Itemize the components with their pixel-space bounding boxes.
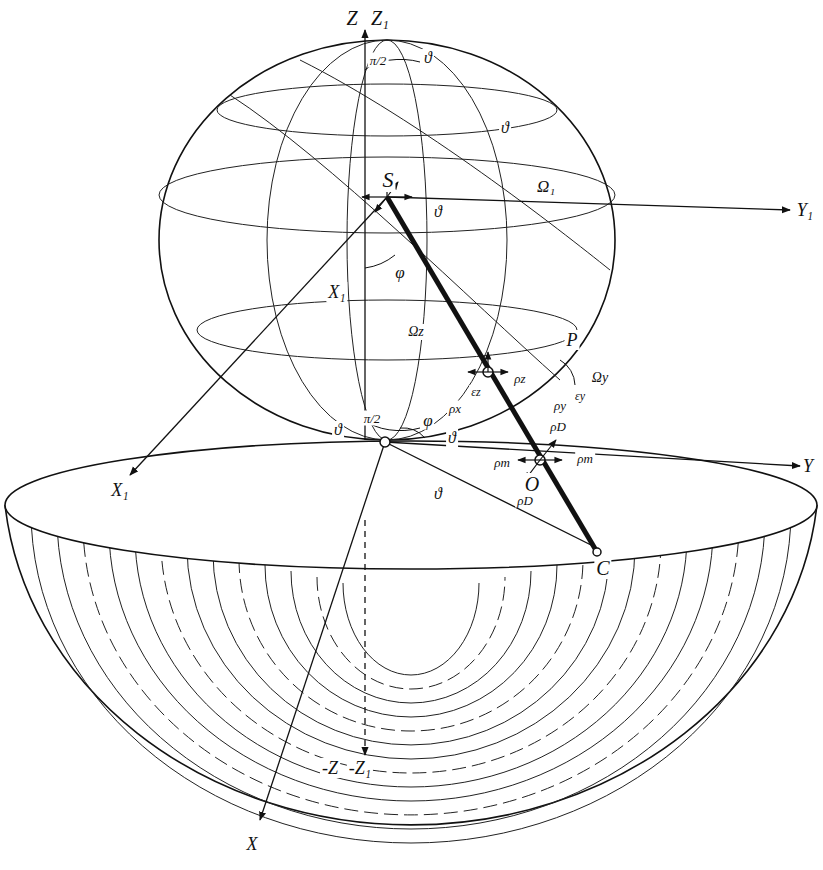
rod-end xyxy=(593,548,601,556)
figure-label: -Z₁ xyxy=(347,758,373,778)
figure-label: ϑ xyxy=(499,119,511,137)
figure-label: ϑ xyxy=(432,485,444,503)
figure-label: Ω₁ xyxy=(535,177,557,196)
figure-label: ρD xyxy=(515,493,535,508)
shading-arc xyxy=(213,553,609,745)
figure-label: ϑ xyxy=(446,429,458,447)
figure-label: ρx xyxy=(447,401,463,416)
figure-label: Z₁ xyxy=(369,7,391,29)
coordinate-axes xyxy=(130,30,800,820)
figure-label: ρD xyxy=(548,419,568,434)
sphere-outline xyxy=(159,40,615,440)
figure-label: X xyxy=(245,834,260,854)
figure-label: P xyxy=(565,330,580,350)
figure-label: S xyxy=(381,168,396,192)
figure-label: X₁ xyxy=(326,282,347,302)
figure-label: Z xyxy=(344,7,359,29)
figure-label: ϑ xyxy=(332,421,344,439)
angle-arcs xyxy=(365,59,575,438)
shading-arc xyxy=(239,559,583,731)
figure-label: ϑ xyxy=(432,203,444,221)
hemisphere-rim xyxy=(5,441,817,569)
figure-label: Y₁ xyxy=(795,200,815,220)
figure-label: Ωz xyxy=(406,324,426,340)
figure-label: ρm xyxy=(492,455,512,470)
force-arrows xyxy=(362,172,562,480)
figure-label: ρm xyxy=(575,451,595,466)
figure-label: φ xyxy=(421,411,434,430)
figure-label: ϑ xyxy=(422,49,434,67)
sphere-grid xyxy=(159,40,615,440)
figure-label: X₁ xyxy=(109,480,130,500)
figure-label: φ xyxy=(393,263,406,282)
figure-label: εy xyxy=(573,389,587,403)
shading-arc xyxy=(187,547,635,759)
shading-arc xyxy=(135,535,687,787)
figure-label: εz xyxy=(469,385,482,399)
figure-label: ρz xyxy=(512,371,527,386)
figure-label: Ωy xyxy=(590,370,610,386)
shading-arc xyxy=(265,565,557,717)
figure-label: Y xyxy=(801,456,815,476)
rod xyxy=(387,197,597,552)
figure-label: π/2 xyxy=(368,53,389,68)
figure-label: C xyxy=(594,557,611,579)
shading-arc xyxy=(291,571,531,703)
figure-label: -Z xyxy=(320,758,340,778)
figure-label: π/2 xyxy=(362,411,383,426)
support-point xyxy=(380,437,390,447)
shading-arc xyxy=(161,541,661,773)
figure-label: ρy xyxy=(552,398,568,413)
shading-arc xyxy=(317,577,505,689)
shading-arc xyxy=(343,583,479,675)
